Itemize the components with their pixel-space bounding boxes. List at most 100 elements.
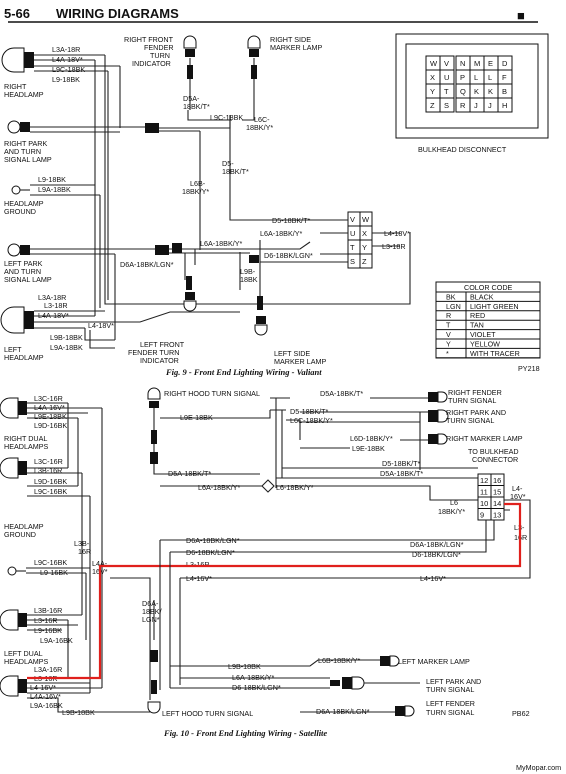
right-fender-label-1: RIGHT FENDER <box>448 388 502 397</box>
left-hood-label: LEFT HOOD TURN SIGNAL <box>162 709 253 718</box>
headlamp-ground-label-1: HEADLAMP <box>4 199 44 208</box>
right-marker-lamp-icon <box>428 433 448 445</box>
connector-cell <box>490 508 505 521</box>
wire-label: L6C-18BK/Y* <box>290 416 333 425</box>
wire-label: 18BK <box>240 275 258 284</box>
wire-label: L3-18R <box>382 242 406 251</box>
bulkhead-cell-label: S <box>444 101 449 110</box>
wire-label: 18BK/ <box>142 607 162 616</box>
left-dual-label-1: LEFT DUAL <box>4 649 43 658</box>
rf-fender-label-4: INDICATOR <box>132 59 171 68</box>
wire-label: D5A-18BK/T* <box>168 469 211 478</box>
color-code-name: VIOLET <box>470 330 496 339</box>
page-header: 5-66 WIRING DIAGRAMS ■ <box>4 6 538 23</box>
wire-label: L4- <box>512 484 523 493</box>
fig10-code: PB62 <box>512 709 530 718</box>
right-marker-label: RIGHT MARKER LAMP <box>446 434 523 443</box>
connector-pin-label: 14 <box>493 499 501 508</box>
wire-label: L9E-18BK <box>352 444 385 453</box>
lf-fender-label-2: FENDER TURN <box>128 348 179 357</box>
right-park-lamp-icon <box>7 120 30 134</box>
wire-label: L3A-16R <box>34 665 62 674</box>
right-hood-label: RIGHT HOOD TURN SIGNAL <box>164 389 260 398</box>
left-fender-signal-icon <box>395 705 415 717</box>
right-dual-headlamp-icon <box>0 397 27 479</box>
right-headlamp-label-1: RIGHT <box>4 82 27 91</box>
fig10-diagram: L3C-16R L4A-16V* L9E-18BK L9D-16BK RIGHT… <box>0 387 531 738</box>
wire-label: 18BK/Y* <box>438 507 465 516</box>
wire-label: L6A-18BK/Y* <box>260 229 303 238</box>
connector-pin-label: Y <box>362 243 367 252</box>
right-fender-signal-icon <box>428 391 448 403</box>
wire-label: L4-18V* <box>384 229 410 238</box>
bulkhead-cell-label: W <box>430 59 438 68</box>
wire-label: L9C-18BK <box>210 113 243 122</box>
left-marker-lamp-icon <box>380 655 400 667</box>
headlamp-ground-label-2: GROUND <box>4 207 36 216</box>
wire-label: L9-18BK <box>52 75 80 84</box>
highlighted-l3-circuit <box>27 502 522 680</box>
color-code-abbr: * <box>446 349 449 358</box>
wire-label: L9B- <box>240 267 256 276</box>
wire-label: L3-16R <box>186 560 210 569</box>
right-dual-label-1: RIGHT DUAL <box>4 434 47 443</box>
wire-label: D6-18BK/LGN* <box>232 683 281 692</box>
wire-label: L6B- <box>190 179 206 188</box>
left-dual-headlamp-icon <box>0 609 27 697</box>
bulkhead-cell-label: H <box>502 101 507 110</box>
header-bullet: ■ <box>517 8 525 23</box>
color-code-abbr: Y <box>446 339 451 348</box>
wire-label: L3B-16R <box>34 606 62 615</box>
color-code-name: BLACK <box>470 292 494 301</box>
right-park-label-2: AND TURN <box>4 147 41 156</box>
connector-cell <box>359 253 373 269</box>
lf-fender-label-3: INDICATOR <box>140 356 179 365</box>
wire-label: D6-18BK/LGN* <box>186 548 235 557</box>
wire-label: L3C-16R <box>34 394 63 403</box>
right-dual-label-2: HEADLAMPS <box>4 442 49 451</box>
right-park-label-1: RIGHT PARK <box>4 139 47 148</box>
to-bulkhead-label-2: CONNECTOR <box>472 455 518 464</box>
color-code-name: YELLOW <box>470 339 500 348</box>
right-park-label-3: SIGNAL LAMP <box>4 155 52 164</box>
wire-label: L3A-18R <box>52 45 80 54</box>
wire-label: L9A-16BK <box>40 636 73 645</box>
connector-pin-label: W <box>362 215 370 224</box>
left-marker-label-1: LEFT SIDE <box>274 349 310 358</box>
bulkhead-cell-label: B <box>502 87 507 96</box>
bulkhead-cell-label: L <box>474 73 478 82</box>
left-park-label-3: SIGNAL LAMP <box>4 275 52 284</box>
lf-fender-indicator-icon <box>183 276 197 312</box>
rf-fender-label-2: FENDER <box>144 43 174 52</box>
connector-pin-label: S <box>350 257 355 266</box>
page-title: WIRING DIAGRAMS <box>56 6 179 21</box>
bulkhead-cell-label: E <box>488 59 493 68</box>
color-code-abbr: LGN <box>446 302 461 311</box>
wire-label: L6-18BK/Y* <box>276 483 314 492</box>
fig10-caption: Fig. 10 - Front End Lighting Wiring - Sa… <box>163 728 327 738</box>
color-code-abbr: T <box>446 321 451 330</box>
wire-label: L3B- <box>74 539 90 548</box>
fig9-caption: Fig. 9 - Front End Lighting Wiring - Val… <box>165 367 322 377</box>
connector-pin-label: 9 <box>480 511 484 520</box>
connector-pin-label: 12 <box>480 476 488 485</box>
wire-label: D6A-18BK/LGN* <box>316 707 370 716</box>
left-park-label-2: AND TURN <box>4 267 41 276</box>
wire-label: L9C-16BK <box>34 558 67 567</box>
left-marker-lamp-icon <box>254 296 268 336</box>
wire-label: D6-18BK/LGN* <box>264 251 313 260</box>
connector-pin-label: 16 <box>493 476 501 485</box>
wire-label: L4-16V* <box>186 574 212 583</box>
right-marker-label-1: RIGHT SIDE <box>270 35 311 44</box>
ground-icon <box>11 185 30 195</box>
page-number: 5-66 <box>4 6 30 21</box>
color-code-abbr: BK <box>446 292 456 301</box>
right-fender-label-2: TURN SIGNAL <box>448 396 496 405</box>
wire-label: L9A-18BK <box>50 343 83 352</box>
wire-label: D5-18BK/T* <box>382 459 421 468</box>
wire-label: D5A-18BK/T* <box>380 469 423 478</box>
wire-label: D5- <box>222 159 234 168</box>
